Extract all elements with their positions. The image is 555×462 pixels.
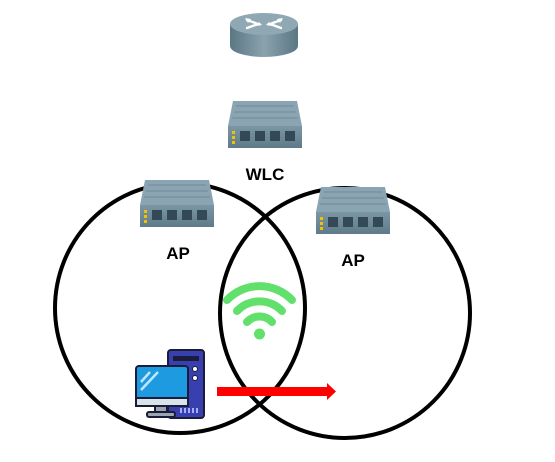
access-point-left-icon	[140, 180, 214, 227]
wlc-label: WLC	[246, 165, 285, 184]
ap-right-label: AP	[341, 251, 365, 270]
wifi-icon	[223, 282, 296, 340]
access-point-right-icon	[316, 187, 390, 234]
wlc-controller-icon	[228, 101, 302, 148]
arrow-right-icon	[217, 383, 336, 400]
ap-left-label: AP	[166, 244, 190, 263]
desktop-computer-icon	[135, 349, 205, 419]
router-icon	[230, 13, 298, 57]
